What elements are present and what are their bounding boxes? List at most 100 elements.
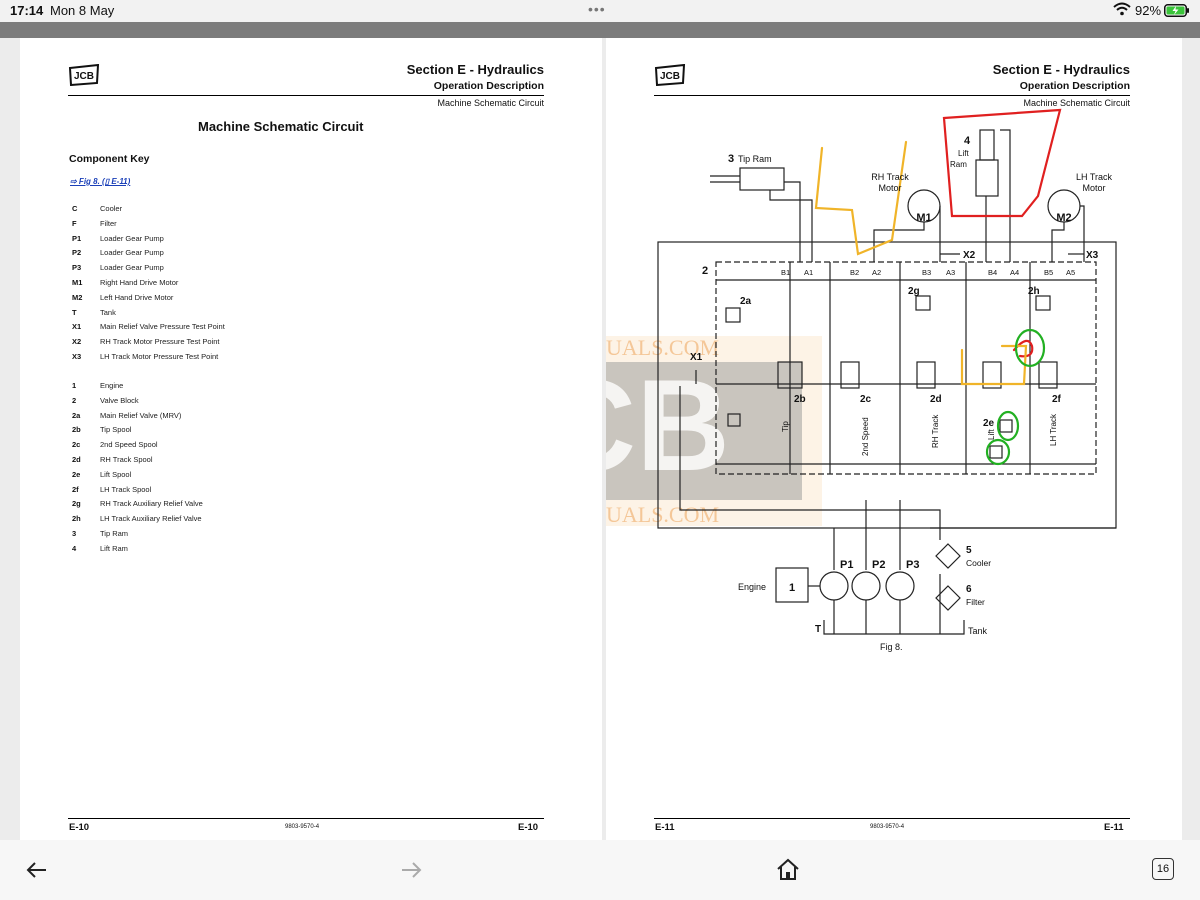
- wifi-icon: [1113, 2, 1131, 19]
- port-label: B2: [850, 268, 859, 277]
- component-code: X1: [72, 322, 82, 332]
- lift-ram-label-1: Lift: [958, 149, 969, 158]
- sub-subtitle-right: Machine Schematic Circuit: [1023, 98, 1130, 108]
- status-bar: 17:14 Mon 8 May ••• 92%: [0, 0, 1200, 22]
- component-description: Lift Spool: [100, 469, 132, 479]
- component-description: 2nd Speed Spool: [100, 440, 158, 450]
- component-code: 1: [72, 381, 77, 390]
- component-description: RH Track Spool: [100, 455, 153, 464]
- tank-label: Tank: [968, 626, 988, 636]
- cooler-label: Cooler: [966, 558, 991, 568]
- component-description: Right Hand Drive Motor: [100, 278, 179, 287]
- fig-8-link[interactable]: ⇨ Fig 8. (▯ E-11): [70, 177, 131, 186]
- component-description: Loader Gear Pump: [100, 248, 164, 258]
- footer-page-left: E-10: [69, 822, 90, 833]
- multitasking-dots-icon[interactable]: •••: [588, 1, 606, 17]
- component-code: P3: [72, 263, 82, 273]
- valve-2d-label: 2d: [930, 394, 942, 405]
- component-code: T: [72, 307, 77, 317]
- status-time: 17:14: [10, 3, 44, 18]
- component-description: Tip Ram: [100, 529, 129, 538]
- cooler-number: 5: [966, 545, 972, 556]
- home-icon[interactable]: [773, 855, 803, 885]
- back-arrow-icon[interactable]: [22, 855, 52, 885]
- component-description: Cooler: [100, 204, 123, 213]
- footer-rule-left: [68, 818, 544, 819]
- component-description: Filter: [100, 218, 117, 228]
- port-label: B5: [1044, 268, 1053, 277]
- component-code: 2h: [72, 514, 81, 524]
- rh-motor-label-2: Motor: [878, 183, 901, 193]
- port-label: A4: [1010, 268, 1019, 277]
- port-label: A2: [872, 268, 881, 277]
- battery-charging-icon: [1164, 4, 1190, 20]
- valve-2g-label: 2g: [908, 286, 920, 297]
- component-description: Engine: [100, 381, 124, 390]
- footer-page-right-of-left: E-10: [518, 822, 539, 833]
- engine-label: Engine: [738, 582, 766, 592]
- x1-label: X1: [690, 352, 703, 363]
- component-code: 2d: [72, 455, 81, 464]
- lh-motor-label-1: LH Track: [1076, 172, 1113, 182]
- battery-percent: 92%: [1135, 3, 1162, 18]
- filter-label: Filter: [966, 597, 985, 607]
- filter-number: 6: [966, 584, 972, 595]
- lift-ram-number: 4: [964, 135, 971, 147]
- hand-annotations: [814, 108, 1062, 466]
- component-description: Loader Gear Pump: [100, 263, 164, 273]
- valve-2f-label: 2f: [1052, 394, 1062, 405]
- port-label: A5: [1066, 268, 1075, 277]
- jcb-logo-right: JCB: [654, 64, 686, 86]
- sub-subtitle-left: Machine Schematic Circuit: [437, 98, 544, 108]
- component-description: RH Track Auxiliary Relief Valve: [100, 499, 203, 509]
- lh-motor-label-2: Motor: [1082, 183, 1105, 193]
- component-code: 2c: [72, 440, 81, 450]
- port-label: A3: [946, 268, 955, 277]
- component-description: Loader Gear Pump: [100, 233, 164, 243]
- bottom-toolbar: [0, 840, 1200, 900]
- subtitle-right: Operation Description: [1019, 80, 1130, 92]
- component-description: Valve Block: [100, 395, 139, 405]
- tank-t-label: T: [815, 624, 821, 635]
- circuit-lines: [657, 129, 1117, 635]
- rh-motor-label-1: RH Track: [871, 172, 909, 182]
- footer-docnum-left: 9803-9570-4: [285, 824, 320, 830]
- component-description: LH Track Auxiliary Relief Valve: [100, 514, 202, 524]
- component-code: F: [72, 218, 77, 228]
- footer-page-right: E-11: [1104, 822, 1124, 833]
- jcb-logo-right-text: JCB: [660, 71, 680, 82]
- forward-arrow-icon[interactable]: [396, 855, 426, 885]
- tabs-icon[interactable]: 16: [1152, 858, 1174, 880]
- component-description: Tank: [100, 307, 116, 317]
- component-code: 4: [72, 543, 77, 553]
- port-label: B4: [988, 268, 997, 277]
- spool-label-lh-track: LH Track: [1049, 413, 1058, 446]
- valve-2c-label: 2c: [860, 394, 872, 405]
- footer-page-right-page-left: E-11: [655, 822, 675, 833]
- component-description: Main Relief Valve (MRV): [100, 410, 182, 420]
- component-code: 2g: [72, 499, 81, 509]
- component-description: Lift Ram: [100, 543, 128, 553]
- component-description: LH Track Spool: [100, 484, 152, 494]
- spool-label-tip: Tip: [781, 421, 790, 432]
- component-code: 2a: [72, 410, 81, 420]
- valve-block-number: 2: [702, 265, 708, 277]
- status-date: Mon 8 May: [50, 3, 115, 18]
- valve-2a-label: 2a: [740, 296, 752, 307]
- component-description: Left Hand Drive Motor: [100, 292, 174, 302]
- pump-p1-label: P1: [840, 559, 853, 571]
- navigation-band: [0, 22, 1200, 38]
- component-code: X3: [72, 352, 82, 361]
- page-e11: [606, 38, 1182, 840]
- section-title-left: Section E - Hydraulics: [406, 62, 544, 77]
- lift-ram-label-2: Ram: [950, 160, 967, 169]
- port-label: A1: [804, 268, 813, 277]
- component-description: Tip Spool: [100, 425, 132, 435]
- component-code: P1: [72, 233, 82, 243]
- pump-p2-label: P2: [872, 559, 885, 571]
- tip-ram-number: 3: [728, 153, 734, 165]
- x2-label: X2: [963, 250, 976, 261]
- port-label: B1: [781, 268, 790, 277]
- component-description: Main Relief Valve Pressure Test Point: [100, 322, 225, 332]
- spool-label-rh-track: RH Track: [931, 414, 940, 448]
